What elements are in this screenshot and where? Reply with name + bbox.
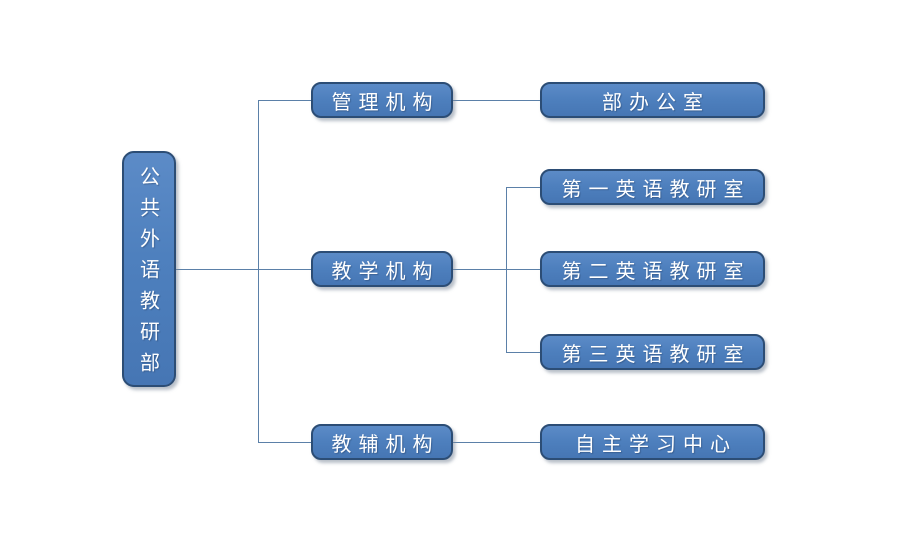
node-management-org: 管理机构: [311, 82, 453, 118]
connector-teaching-trunk: [506, 187, 507, 352]
connector-main-trunk: [258, 100, 259, 442]
node-teaching-org: 教学机构: [311, 251, 453, 287]
node-root-department: 公共外语教研部: [122, 151, 176, 387]
node-learning-center: 自主学习中心: [540, 424, 765, 460]
node-english-office-2: 第二英语教研室: [540, 251, 765, 287]
connector-root-to-teaching: [176, 269, 311, 270]
node-english-office-1: 第一英语教研室: [540, 169, 765, 205]
connector-management-to-office: [453, 100, 540, 101]
node-english-office-3: 第三英语教研室: [540, 334, 765, 370]
connector-support-to-center: [453, 442, 540, 443]
connector-trunk-to-management: [258, 100, 311, 101]
node-department-office: 部办公室: [540, 82, 765, 118]
connector-trunk-to-english1: [506, 187, 540, 188]
connector-teaching-to-english2: [453, 269, 540, 270]
connector-trunk-to-support: [258, 442, 311, 443]
node-support-org: 教辅机构: [311, 424, 453, 460]
connector-trunk-to-english3: [506, 352, 540, 353]
